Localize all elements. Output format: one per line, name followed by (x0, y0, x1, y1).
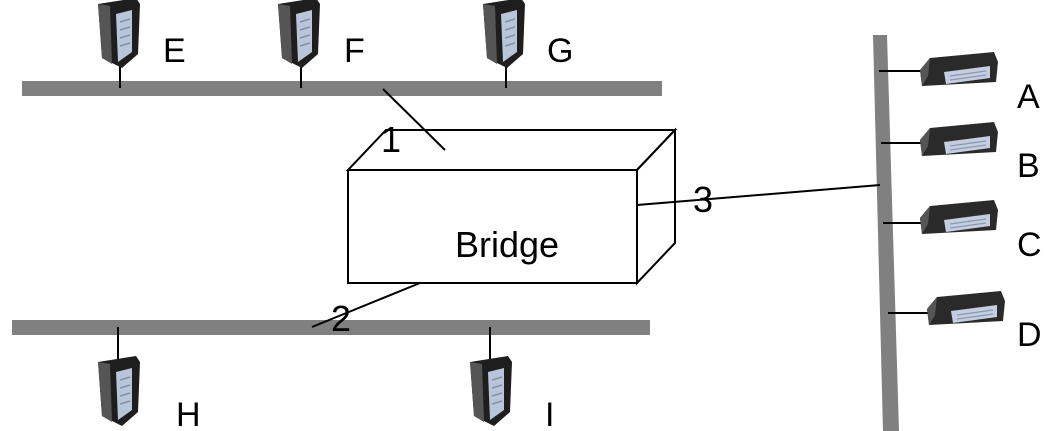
host-h-computer-icon (97, 355, 141, 427)
host-g-label: G (547, 32, 573, 70)
host-e-label: E (163, 32, 186, 70)
port-2-link (311, 282, 421, 328)
host-c-label: C (1017, 226, 1042, 264)
host-g-computer-icon (482, 0, 526, 69)
host-a-label: A (1017, 78, 1040, 116)
host-i-label: I (545, 396, 554, 431)
host-b-label: B (1017, 147, 1040, 185)
host-e-computer-icon (97, 0, 141, 69)
host-h-label: H (176, 396, 201, 431)
host-i-computer-icon (469, 355, 513, 427)
bridge-box (345, 127, 678, 286)
host-c-computer-icon (919, 199, 999, 235)
host-d-label: D (1017, 316, 1042, 354)
host-f-label: F (344, 32, 365, 70)
bridge-front-face (347, 169, 638, 284)
top-lan-bus (22, 81, 662, 96)
host-a-computer-icon (919, 51, 999, 87)
port-3-label: 3 (693, 179, 713, 220)
port-1-link (382, 88, 446, 151)
bridge-label: Bridge (455, 224, 559, 265)
host-b-computer-icon (919, 121, 999, 157)
host-d-computer-icon (926, 290, 1006, 326)
right-lan-bus (873, 35, 899, 431)
port-1-label: 1 (381, 119, 401, 160)
port-3-link (636, 184, 881, 206)
host-f-computer-icon (277, 0, 321, 69)
port-2-label: 2 (331, 298, 351, 339)
